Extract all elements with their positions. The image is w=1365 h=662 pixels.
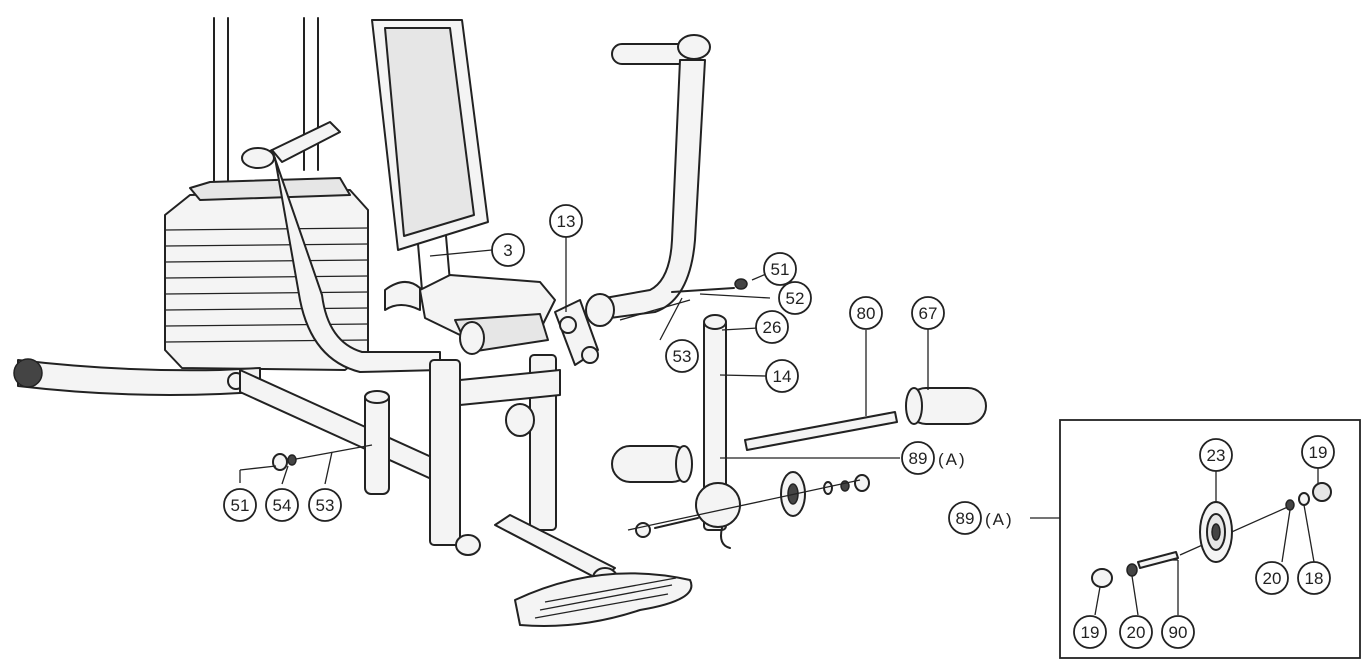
callout-51-low: 51 <box>223 488 257 522</box>
detail-callout-18: 18 <box>1297 561 1331 595</box>
detail-callout-18-label: 18 <box>1305 569 1324 588</box>
callout-52-label: 52 <box>786 289 805 308</box>
leg-extension <box>611 314 987 549</box>
guide-rods <box>213 17 319 186</box>
lower-hardware <box>272 444 373 471</box>
callout-80-label: 80 <box>857 304 876 323</box>
detail-leaders <box>1094 468 1319 616</box>
callout-26-label: 26 <box>763 318 782 337</box>
pivot-plate <box>554 299 599 366</box>
detail-callout-20-right-label: 20 <box>1263 569 1282 588</box>
callout-13-label: 13 <box>557 212 576 231</box>
callout-51-top-label: 51 <box>771 260 790 279</box>
detail-label-89a: 89 (A) <box>948 501 1014 535</box>
detail-callout-23: 23 <box>1199 438 1233 472</box>
detail-parts <box>1091 482 1332 588</box>
callout-51-low-label: 51 <box>231 496 250 515</box>
callout-89-label: 89 <box>909 449 928 468</box>
detail-callout-19-top: 19 <box>1301 435 1335 469</box>
callout-89-a: 89 (A) <box>901 441 967 475</box>
detail-callout-19-low: 19 <box>1073 615 1107 649</box>
callout-53-low: 53 <box>308 488 342 522</box>
seat <box>384 274 556 355</box>
detail-callout-19-low-label: 19 <box>1081 623 1100 642</box>
detail-callout-20-low-label: 20 <box>1127 623 1146 642</box>
base-frame <box>13 358 461 495</box>
detail-callout-90: 90 <box>1161 615 1195 649</box>
callout-14: 14 <box>765 359 799 393</box>
detail-callout-23-label: 23 <box>1207 446 1226 465</box>
right-press-arm <box>585 34 711 327</box>
callout-3-label: 3 <box>503 241 512 260</box>
callout-13: 13 <box>549 204 583 238</box>
callout-54-label: 54 <box>273 496 292 515</box>
callout-54: 54 <box>265 488 299 522</box>
detail-callout-20-right: 20 <box>1255 561 1289 595</box>
callout-3: 3 <box>491 233 525 267</box>
callout-67: 67 <box>911 296 945 330</box>
detail-callout-19-top-label: 19 <box>1309 443 1328 462</box>
back-pad <box>371 19 489 291</box>
callout-14-label: 14 <box>773 367 792 386</box>
callout-67-label: 67 <box>919 304 938 323</box>
detail-inset: 89 (A) <box>948 419 1361 659</box>
callout-89-suffix: (A) <box>938 450 967 469</box>
callout-53-mid: 53 <box>665 339 699 373</box>
arm-hardware <box>619 278 748 321</box>
main-frame <box>429 354 693 627</box>
left-press-arm <box>241 121 441 373</box>
detail-label-num: 89 <box>956 509 975 528</box>
leader-lines <box>239 237 929 485</box>
detail-label-suffix: (A) <box>985 510 1014 529</box>
callout-26: 26 <box>755 310 789 344</box>
callout-52: 52 <box>778 281 812 315</box>
callout-80: 80 <box>849 296 883 330</box>
callout-51-top: 51 <box>763 252 797 286</box>
callout-53-mid-label: 53 <box>673 347 692 366</box>
detail-callout-20-low: 20 <box>1119 615 1153 649</box>
detail-callout-90-label: 90 <box>1169 623 1188 642</box>
machine-drawing <box>13 17 987 627</box>
callout-53-low-label: 53 <box>316 496 335 515</box>
